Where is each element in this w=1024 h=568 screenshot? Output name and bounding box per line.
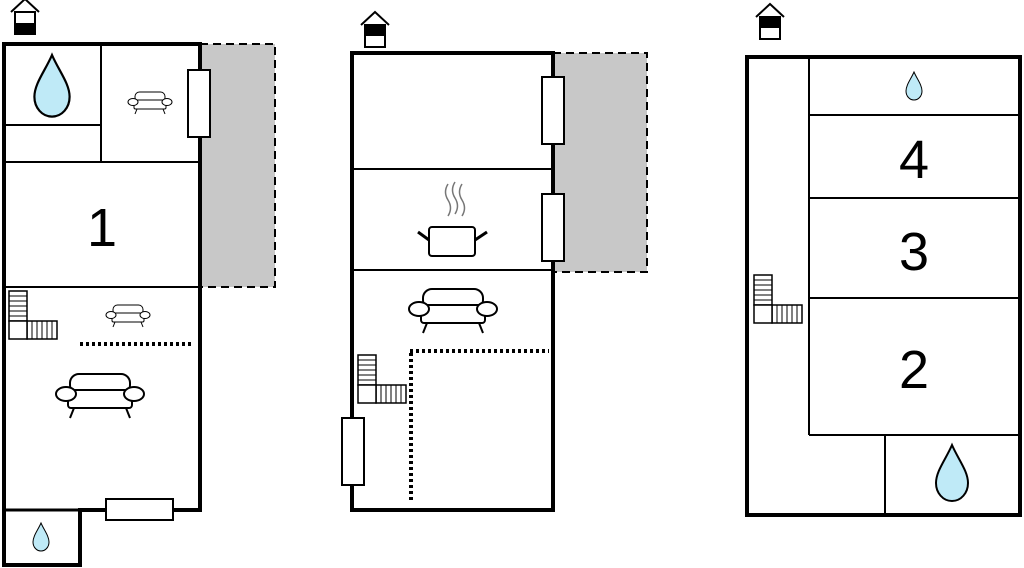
room-number: 4: [899, 130, 929, 190]
window-icon: [187, 69, 211, 138]
terrace-area: [199, 43, 276, 288]
floor-2-outline: [350, 51, 555, 512]
window-icon: [341, 417, 365, 486]
floor-3-plan: 4 3 2: [745, 3, 1022, 517]
window-icon: [105, 498, 174, 521]
floor-3-outline: [745, 55, 1022, 517]
cooking-pot-icon: [417, 181, 488, 257]
terrace-area: [552, 52, 648, 273]
floor-2-plan: [341, 11, 648, 512]
floor-1-plan: 1: [2, 0, 276, 567]
room-number: 3: [899, 222, 929, 282]
window-icon: [541, 193, 565, 262]
house-floor-icon: [360, 11, 390, 48]
window-icon: [541, 76, 565, 145]
house-floor-icon: [10, 0, 40, 35]
house-floor-icon: [755, 3, 785, 40]
room-number: 2: [899, 340, 929, 400]
room-number: 1: [87, 198, 117, 258]
